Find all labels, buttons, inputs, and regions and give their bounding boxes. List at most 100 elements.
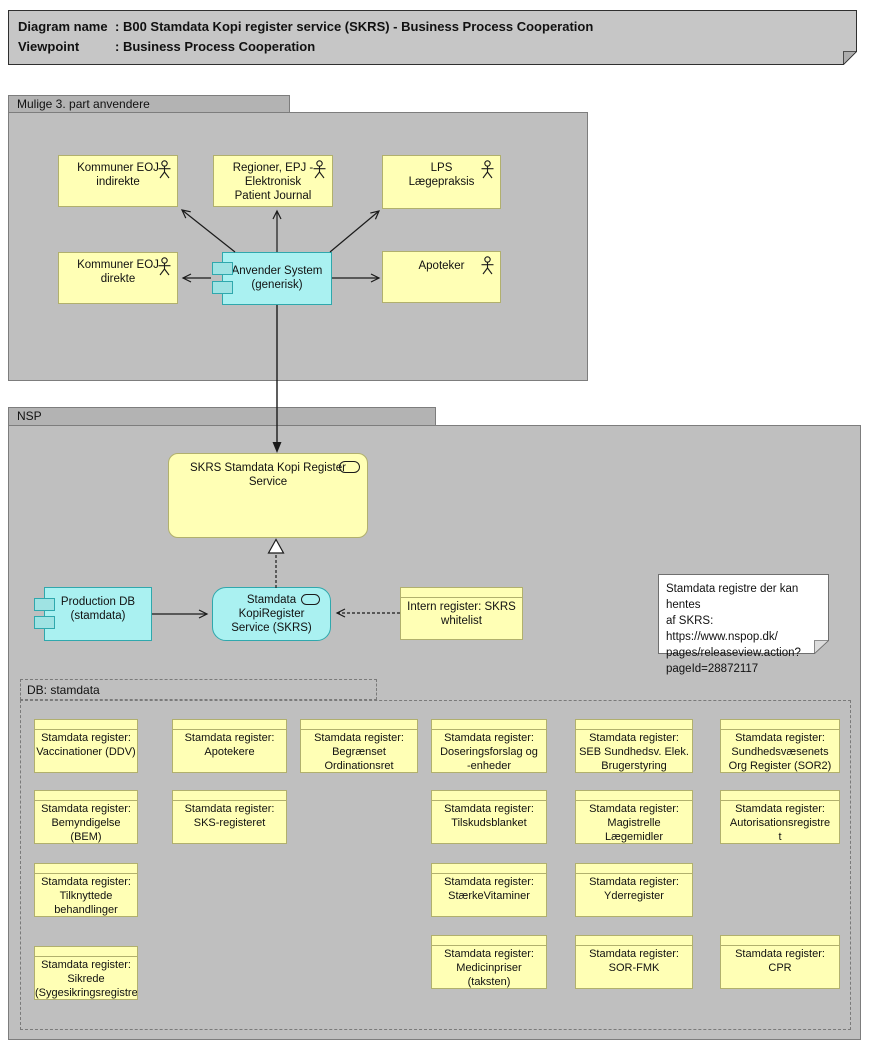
register-tilknyttede-behandlinger[interactable]: Stamdata register: Tilknyttede behandlin… [34, 863, 138, 917]
object-top-band [173, 791, 286, 801]
actor-kommuner-eoj-direkte[interactable]: Kommuner EOJ direkte [58, 252, 178, 304]
register-cpr[interactable]: Stamdata register: CPR [720, 935, 840, 989]
actor-icon [313, 160, 326, 179]
register-bemyndigelse-bem[interactable]: Stamdata register: Bemyndigelse (BEM) [34, 790, 138, 844]
object-top-band [576, 864, 692, 874]
object-top-band [432, 864, 546, 874]
object-top-band [35, 791, 137, 801]
register-staerkevitaminer[interactable]: Stamdata register: StærkeVitaminer [431, 863, 547, 917]
register-doseringsforslag[interactable]: Stamdata register: Doseringsforslag og -… [431, 719, 547, 773]
register-magistrelle-laegemidler[interactable]: Stamdata register: Magistrelle Lægemidle… [575, 790, 693, 844]
object-top-band [576, 936, 692, 946]
register-autorisationsregistret[interactable]: Stamdata register: Autorisationsregistre… [720, 790, 840, 844]
register-label: Stamdata register: Tilknyttede behandlin… [41, 876, 131, 916]
title-row-2: Viewpoint: Business Process Cooperation [18, 37, 593, 57]
title-note-shape [8, 10, 857, 65]
register-label: Stamdata register: CPR [735, 948, 825, 974]
object-top-band [301, 720, 417, 730]
register-vaccinationer-ddv[interactable]: Stamdata register: Vaccinationer (DDV) [34, 719, 138, 773]
service-icon [301, 594, 320, 605]
component-label: Production DB (stamdata) [60, 596, 136, 622]
register-apotekere[interactable]: Stamdata register: Apotekere [172, 719, 287, 773]
group-db-stamdata-tab: DB: stamdata [20, 679, 377, 700]
object-top-band [173, 720, 286, 730]
actor-label: Apoteker [418, 260, 465, 272]
register-label: Stamdata register: SKS-registeret [184, 803, 275, 829]
group-third-party-tab: Mulige 3. part anvendere [8, 95, 290, 112]
actor-icon [158, 257, 171, 276]
register-medicinpriser-taksten[interactable]: Stamdata register: Medicinpriser (takste… [431, 935, 547, 989]
register-label: Stamdata register: SEB Sundhedsv. Elek. … [579, 732, 689, 772]
object-top-band [721, 936, 839, 946]
object-top-band [432, 791, 546, 801]
component-production-db[interactable]: Production DB (stamdata) [34, 587, 152, 641]
service-icon [339, 461, 360, 473]
component-label: Anvender System (generisk) [231, 265, 323, 291]
object-intern-register-skrs-whitelist[interactable]: Intern register: SKRS whitelist [400, 587, 523, 640]
actor-label: Kommuner EOJ direkte [77, 259, 159, 285]
register-label: Stamdata register: Medicinpriser (takste… [444, 948, 534, 988]
object-top-band [432, 936, 546, 946]
register-label: Stamdata register: Begrænset Ordinations… [314, 732, 404, 772]
diagram-title-note: Diagram name: B00 Stamdata Kopi register… [8, 10, 857, 65]
group-db-stamdata-body [20, 700, 851, 1030]
register-label: Stamdata register: Vaccinationer (DDV) [36, 732, 136, 758]
object-top-band [721, 791, 839, 801]
actor-icon [481, 160, 494, 179]
register-begraenset-ordinationsret[interactable]: Stamdata register: Begrænset Ordinations… [300, 719, 418, 773]
component-tab-icon [34, 598, 55, 611]
note-text: Stamdata registre der kan hentes af SKRS… [666, 583, 801, 675]
service-stamdata-kopiregister[interactable]: Stamdata KopiRegister Service (SKRS) [212, 587, 331, 641]
register-label: Stamdata register: SOR-FMK [589, 948, 679, 974]
object-top-band [401, 588, 522, 598]
diagram-title-text: Diagram name: B00 Stamdata Kopi register… [18, 17, 593, 57]
object-label: Intern register: SKRS whitelist [407, 601, 516, 627]
actor-label: LPS Lægepraksis [408, 162, 475, 188]
register-sor2[interactable]: Stamdata register: Sundhedsvæsenets Org … [720, 719, 840, 773]
actor-label: Kommuner EOJ indirekte [77, 162, 159, 188]
group-third-party-body [8, 112, 588, 381]
actor-icon [481, 256, 494, 275]
register-yderregister[interactable]: Stamdata register: Yderregister [575, 863, 693, 917]
group-third-party-label: Mulige 3. part anvendere [17, 97, 150, 111]
title-row-1: Diagram name: B00 Stamdata Kopi register… [18, 17, 593, 37]
register-label: Stamdata register: Apotekere [184, 732, 275, 758]
register-sikrede[interactable]: Stamdata register: Sikrede (Sygesikrings… [34, 946, 138, 1000]
register-label: Stamdata register: Yderregister [589, 876, 679, 902]
register-sks-registeret[interactable]: Stamdata register: SKS-registeret [172, 790, 287, 844]
actor-kommuner-eoj-indirekte[interactable]: Kommuner EOJ indirekte [58, 155, 178, 207]
actor-regioner-epj[interactable]: Regioner, EPJ - Elektronisk Patient Jour… [213, 155, 333, 207]
actor-apoteker[interactable]: Apoteker [382, 251, 501, 303]
actor-icon [158, 160, 171, 179]
title-value-2: Business Process Cooperation [122, 39, 316, 54]
component-tab-icon [34, 616, 55, 629]
register-label: Stamdata register: Doseringsforslag og -… [440, 732, 538, 772]
object-top-band [35, 720, 137, 730]
object-top-band [432, 720, 546, 730]
register-sor-fmk[interactable]: Stamdata register: SOR-FMK [575, 935, 693, 989]
register-label: Stamdata register: Bemyndigelse (BEM) [41, 803, 131, 843]
title-value-1: B00 Stamdata Kopi register service (SKRS… [122, 19, 594, 34]
actor-label: Regioner, EPJ - Elektronisk Patient Jour… [232, 162, 314, 202]
register-tilskudsblanket[interactable]: Stamdata register: Tilskudsblanket [431, 790, 547, 844]
component-anvender-system[interactable]: Anvender System (generisk) [212, 252, 332, 305]
register-label: Stamdata register: Tilskudsblanket [444, 803, 534, 829]
register-label: Stamdata register: Sikrede (Sygesikrings… [35, 959, 138, 999]
object-top-band [576, 720, 692, 730]
service-skrs-stamdata-kopi-register[interactable]: SKRS Stamdata Kopi Register Service [168, 453, 368, 538]
note-stamdata-registre[interactable]: Stamdata registre der kan hentes af SKRS… [658, 574, 829, 675]
group-db-stamdata-label: DB: stamdata [27, 683, 100, 697]
register-label: Stamdata register: Autorisationsregistre… [729, 803, 831, 843]
register-seb-brugerstyring[interactable]: Stamdata register: SEB Sundhedsv. Elek. … [575, 719, 693, 773]
group-nsp-label: NSP [17, 409, 42, 423]
component-tab-icon [212, 262, 233, 275]
register-label: Stamdata register: Magistrelle Lægemidle… [589, 803, 679, 843]
register-label: Stamdata register: Sundhedsvæsenets Org … [728, 732, 832, 772]
object-top-band [576, 791, 692, 801]
title-label-2: Viewpoint [18, 39, 80, 54]
object-top-band [35, 947, 137, 957]
actor-lps-laegepraksis[interactable]: LPS Lægepraksis [382, 155, 501, 209]
title-label-1: Diagram name [18, 19, 108, 34]
object-top-band [721, 720, 839, 730]
